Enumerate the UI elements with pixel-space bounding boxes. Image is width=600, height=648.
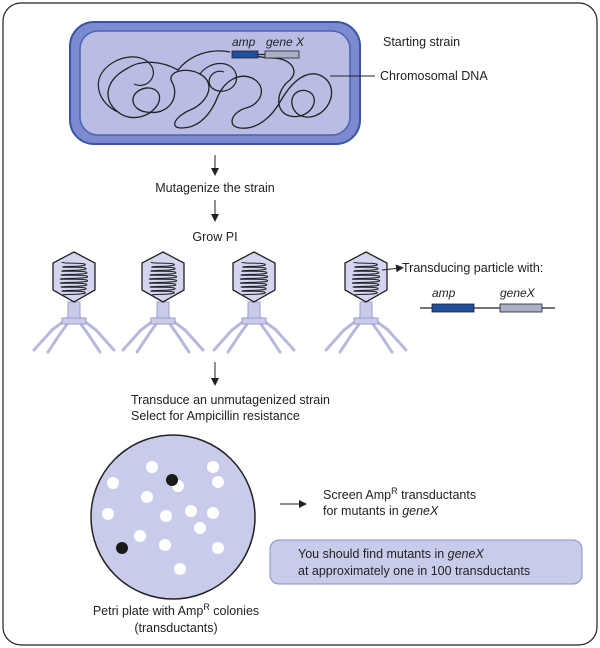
colonies — [102, 461, 224, 575]
phage-1 — [32, 251, 116, 354]
phage-dna-coil — [239, 261, 269, 296]
phage-tail-sheath — [67, 301, 81, 321]
phage-baseplate — [241, 317, 267, 325]
phage-tail-sheath — [359, 301, 373, 321]
screen-line2: for mutants in geneX — [323, 504, 439, 518]
colony-white — [212, 476, 224, 488]
grow-step: Grow PI — [192, 230, 237, 244]
plate-caption-line2: (transductants) — [134, 621, 217, 635]
phage-3 — [212, 251, 296, 354]
phage-baseplate — [61, 317, 87, 325]
callout-line1: You should find mutants in geneX — [298, 547, 484, 561]
colony-white — [212, 542, 224, 554]
phage-tail-sheath — [247, 301, 261, 321]
dna-loop-mid — [199, 62, 238, 92]
colony-white — [207, 507, 219, 519]
phage-tail-fiber — [256, 318, 282, 354]
transduced-dna-fragment: amp geneX — [420, 286, 555, 313]
phage-tail-fiber — [226, 318, 252, 354]
colony-white — [146, 461, 158, 473]
phage-dna-coil — [351, 261, 381, 296]
colony-white — [194, 522, 206, 534]
starting-strain-label: Starting strain — [383, 35, 460, 49]
amp-gene-label: amp — [232, 35, 256, 49]
colony-white — [159, 539, 171, 551]
dna-loop-left — [97, 56, 154, 113]
phage-4 — [324, 251, 408, 354]
screen-line1: Screen AmpR transductants — [323, 486, 476, 502]
amp-gene-block — [231, 50, 259, 59]
petri-plate — [90, 434, 256, 600]
mutagenize-step: Mutagenize the strain — [155, 181, 275, 195]
phage-tail-fiber — [368, 318, 394, 354]
colony-white — [174, 563, 186, 575]
colony-white — [134, 530, 146, 542]
transducing-particle-label: Transducing particle with: — [402, 261, 543, 275]
fragment-amp-block — [431, 303, 475, 313]
colony-white — [141, 491, 153, 503]
colony-black — [166, 474, 178, 486]
chromosomal-dna-label: Chromosomal DNA — [380, 69, 488, 83]
phage-dna-coil — [59, 261, 89, 296]
plate-caption-line1: Petri plate with AmpR colonies — [93, 602, 259, 618]
colony-white — [160, 510, 172, 522]
colony-white — [185, 505, 197, 517]
particle-pointer — [381, 264, 404, 273]
phage-tail-fiber — [338, 318, 364, 354]
bacterial-cell: amp gene X — [69, 21, 361, 145]
phage-tail-fiber — [46, 318, 72, 354]
fragment-amp-label: amp — [432, 286, 456, 300]
phage-tail-fiber — [76, 318, 102, 354]
cell-membrane — [79, 30, 351, 136]
phage-baseplate — [353, 317, 379, 325]
transduce-step-line2: Select for Ampicillin resistance — [131, 409, 300, 423]
phage-tail-fiber — [135, 318, 161, 354]
colony-white — [207, 461, 219, 473]
fragment-genex-block — [499, 303, 543, 313]
result-callout — [269, 539, 583, 585]
phage-particles — [32, 251, 408, 354]
colony-white — [102, 508, 114, 520]
phage-2 — [121, 251, 205, 354]
gene-x-block — [264, 50, 300, 59]
phage-tail-fiber — [165, 318, 191, 354]
callout-line2: at approximately one in 100 transductant… — [298, 564, 530, 578]
phage-dna-coil — [148, 261, 178, 296]
colony-black — [116, 542, 128, 554]
gene-x-label: gene X — [266, 35, 305, 49]
transduce-step-line1: Transduce an unmutagenized strain — [131, 393, 330, 407]
fragment-genex-label: geneX — [500, 286, 536, 300]
colony-white — [107, 477, 119, 489]
phage-baseplate — [150, 317, 176, 325]
chromosomal-dna-strand — [107, 50, 333, 129]
phage-tail-sheath — [156, 301, 170, 321]
